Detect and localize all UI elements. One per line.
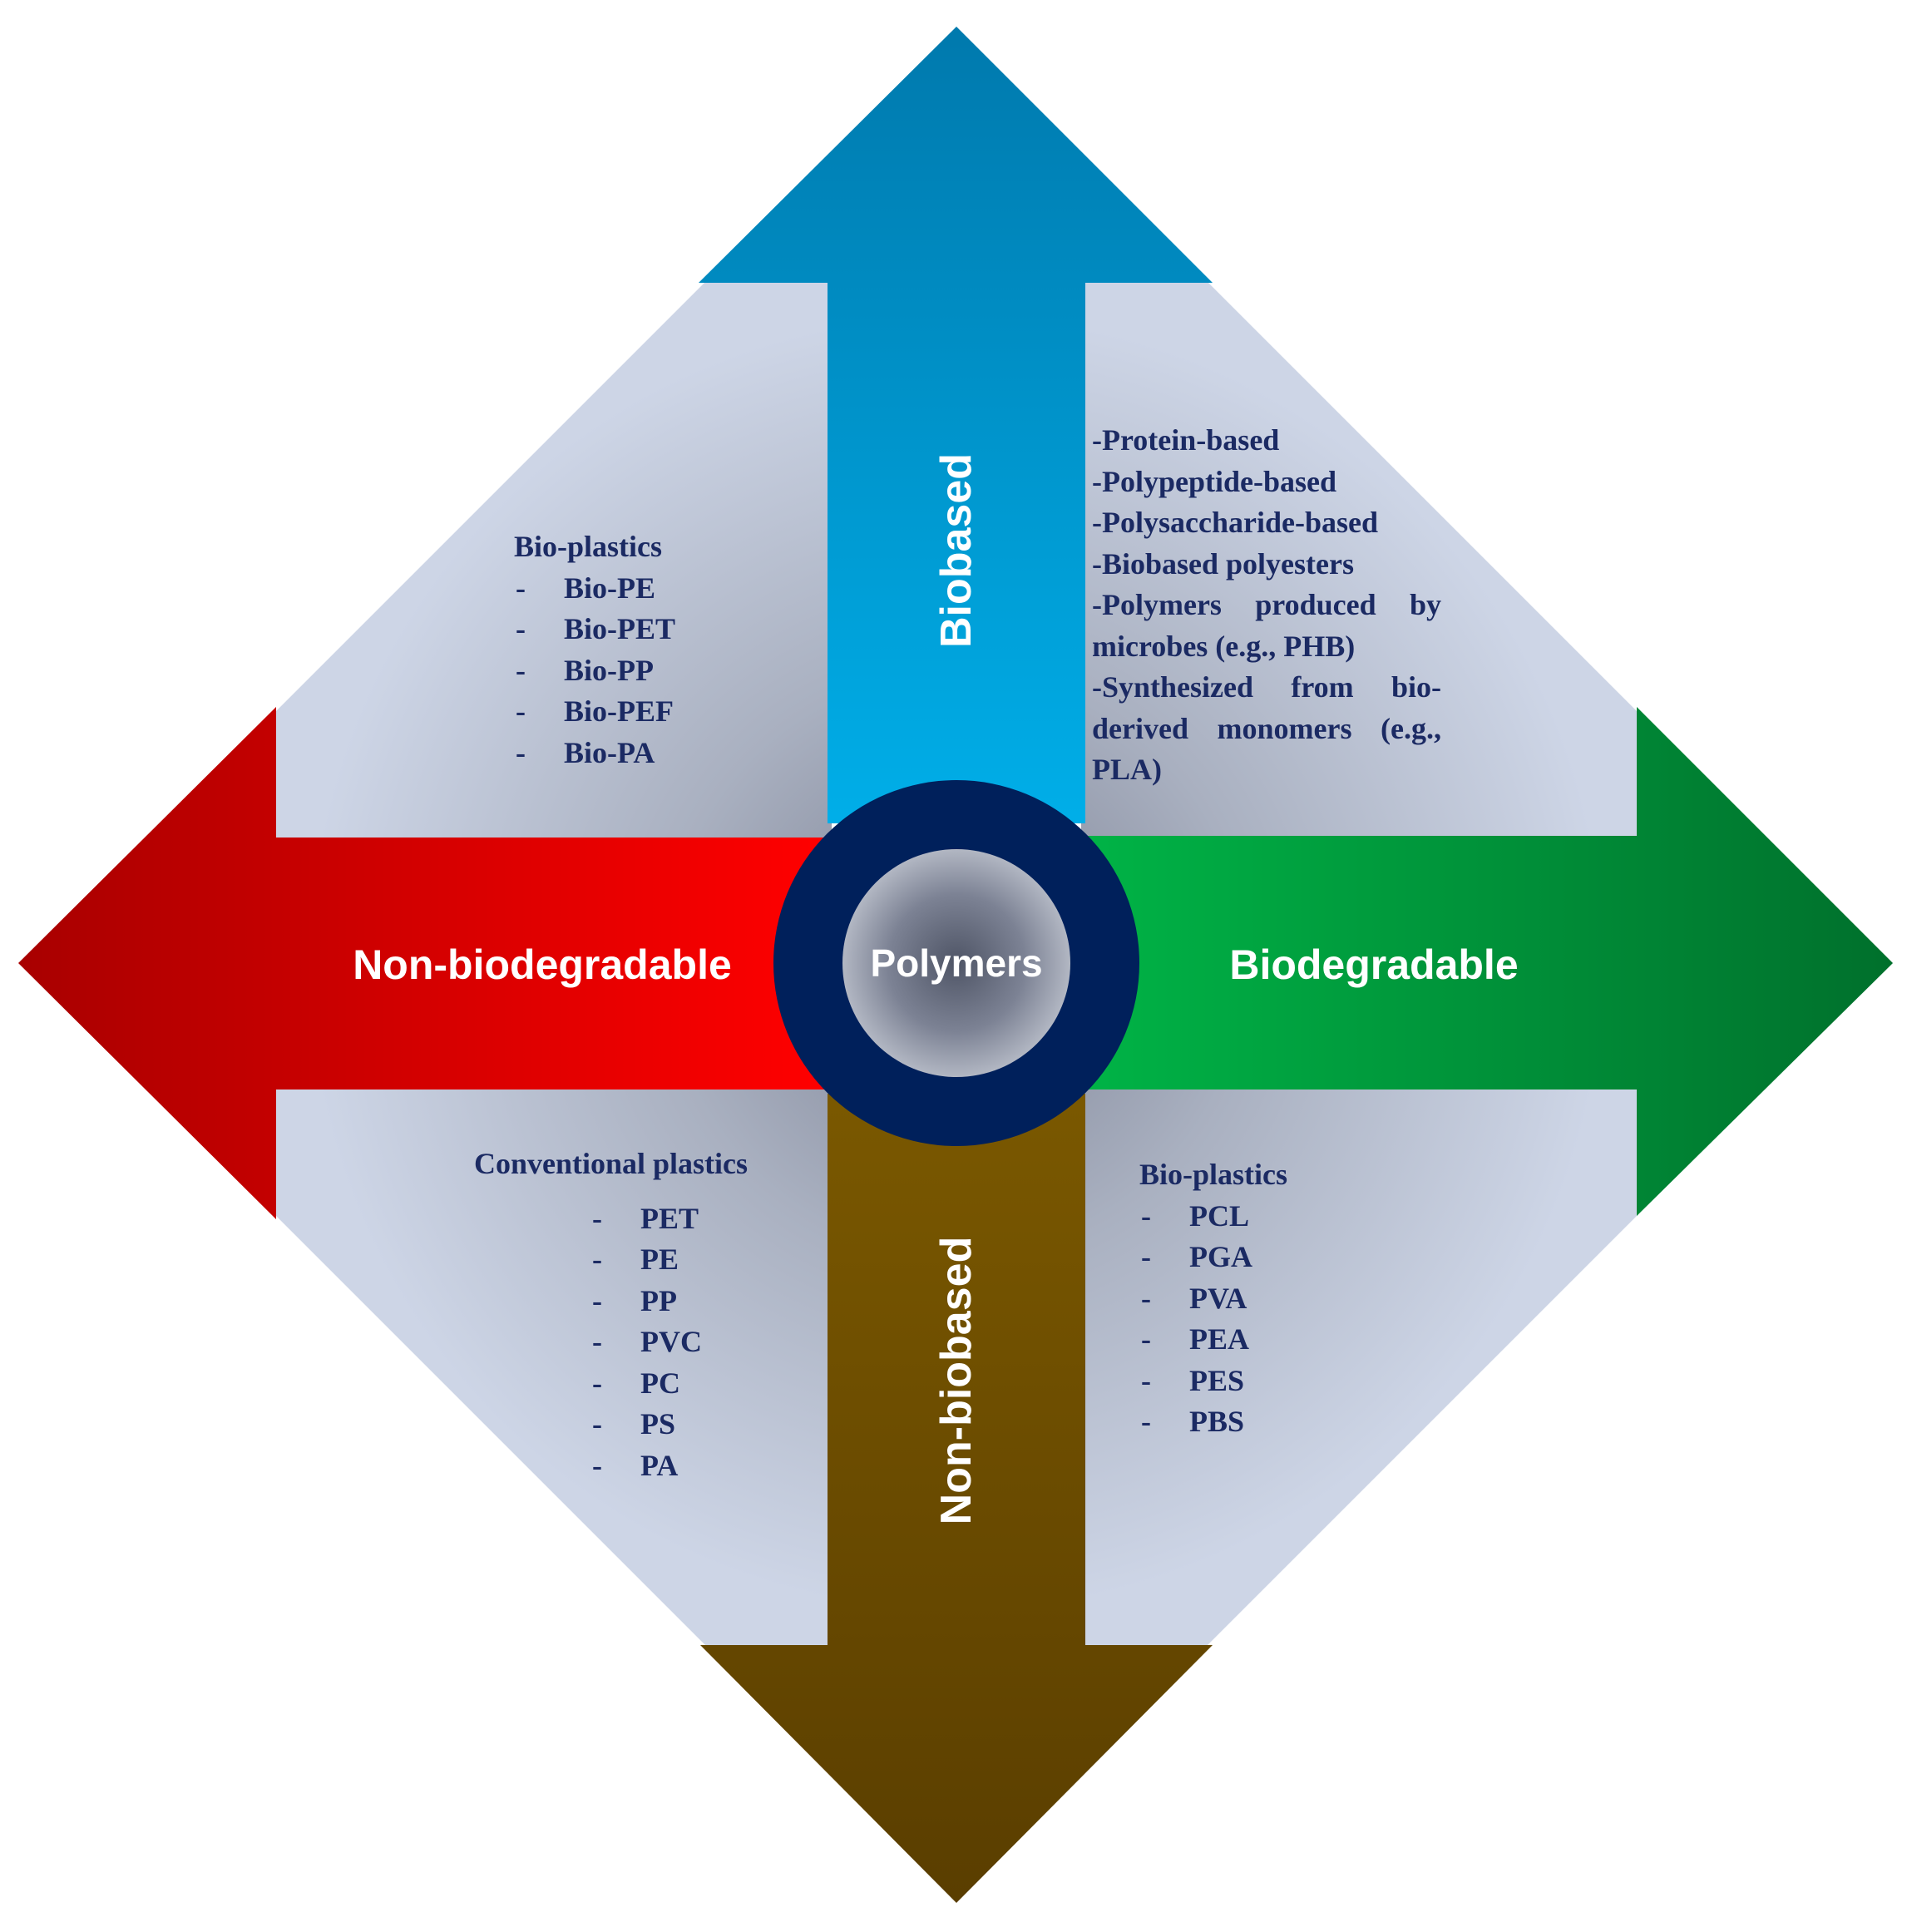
list-item: -PEA bbox=[1141, 1322, 1249, 1356]
quadrant-bottom-right-background bbox=[1081, 1084, 1637, 1645]
quadrant-bottom-left-background bbox=[276, 1084, 832, 1645]
list-item: -Polypeptide-based bbox=[1092, 464, 1337, 498]
arrow-up bbox=[699, 27, 1213, 823]
center-disc bbox=[842, 849, 1070, 1077]
arrow-left-label: Non-biodegradable bbox=[353, 941, 732, 988]
quadrant-bottom-left-text: Conventional plastics -PET -PE -PP -PVC … bbox=[474, 1144, 748, 1486]
quadrant-bottom-right-heading: Bio-plastics bbox=[1139, 1158, 1288, 1191]
quadrant-bottom-left-heading: Conventional plastics bbox=[474, 1147, 748, 1180]
arrow-up-label: Biobased bbox=[932, 453, 981, 648]
quadrant-bottom-right-text: Bio-plastics -PCL -PGA -PVA -PEA -PES -P… bbox=[1139, 1154, 1287, 1443]
arrow-down-label: Non-biobased bbox=[932, 1237, 981, 1525]
list-item: -PBS bbox=[1141, 1405, 1245, 1438]
list-item: -Polymers produced by microbes (e.g., PH… bbox=[1092, 588, 1441, 663]
quadrant-top-left-background bbox=[276, 283, 832, 842]
list-item: -PET bbox=[592, 1201, 699, 1235]
list-item: -PS bbox=[592, 1407, 676, 1440]
arrow-left bbox=[18, 707, 832, 1219]
quadrant-top-right-background bbox=[1081, 283, 1637, 842]
arrow-right bbox=[1081, 707, 1893, 1216]
list-item: -PVC bbox=[592, 1325, 702, 1358]
quadrant-top-left-heading: Bio-plastics bbox=[514, 530, 663, 563]
list-item: -PGA bbox=[1141, 1240, 1252, 1273]
list-item: -Synthesized from bio-derived monomers (… bbox=[1092, 670, 1441, 786]
list-item: -Biobased polyesters bbox=[1092, 546, 1354, 581]
list-item: -Protein-based bbox=[1092, 423, 1280, 457]
quadrant-top-left-list: -Bio-PE -Bio-PET -Bio-PP -Bio-PEF -Bio-P… bbox=[514, 568, 675, 774]
list-item: -PP bbox=[592, 1283, 677, 1317]
arrow-down bbox=[700, 1094, 1213, 1903]
list-item: -Bio-PET bbox=[516, 612, 676, 645]
list-item: -Bio-PE bbox=[516, 571, 656, 605]
center-label: Polymers bbox=[870, 941, 1042, 985]
list-item: -PE bbox=[592, 1243, 679, 1276]
list-item: -Bio-PEF bbox=[516, 694, 674, 728]
list-item: -Bio-PA bbox=[516, 735, 655, 769]
quadrant-top-right-text: -Protein-based -Polypeptide-based -Polys… bbox=[1092, 420, 1441, 791]
list-item: -PCL bbox=[1141, 1198, 1249, 1233]
list-item: -PC bbox=[592, 1366, 680, 1400]
list-item: -Polysaccharide-based bbox=[1092, 506, 1378, 539]
quadrant-top-left-text: Bio-plastics -Bio-PE -Bio-PET -Bio-PP -B… bbox=[514, 526, 675, 773]
quadrant-top-right-list: -Protein-based -Polypeptide-based -Polys… bbox=[1092, 420, 1441, 791]
list-item: -PES bbox=[1141, 1363, 1245, 1397]
quadrant-bottom-right-list: -PCL -PGA -PVA -PEA -PES -PBS bbox=[1139, 1196, 1287, 1443]
list-item: -PA bbox=[592, 1448, 679, 1482]
quadrant-bottom-left-list: -PET -PE -PP -PVC -PC -PS -PA bbox=[590, 1198, 748, 1487]
list-item: -Bio-PP bbox=[516, 653, 654, 687]
list-item: -PVA bbox=[1141, 1281, 1247, 1315]
arrow-right-label: Biodegradable bbox=[1229, 941, 1518, 988]
